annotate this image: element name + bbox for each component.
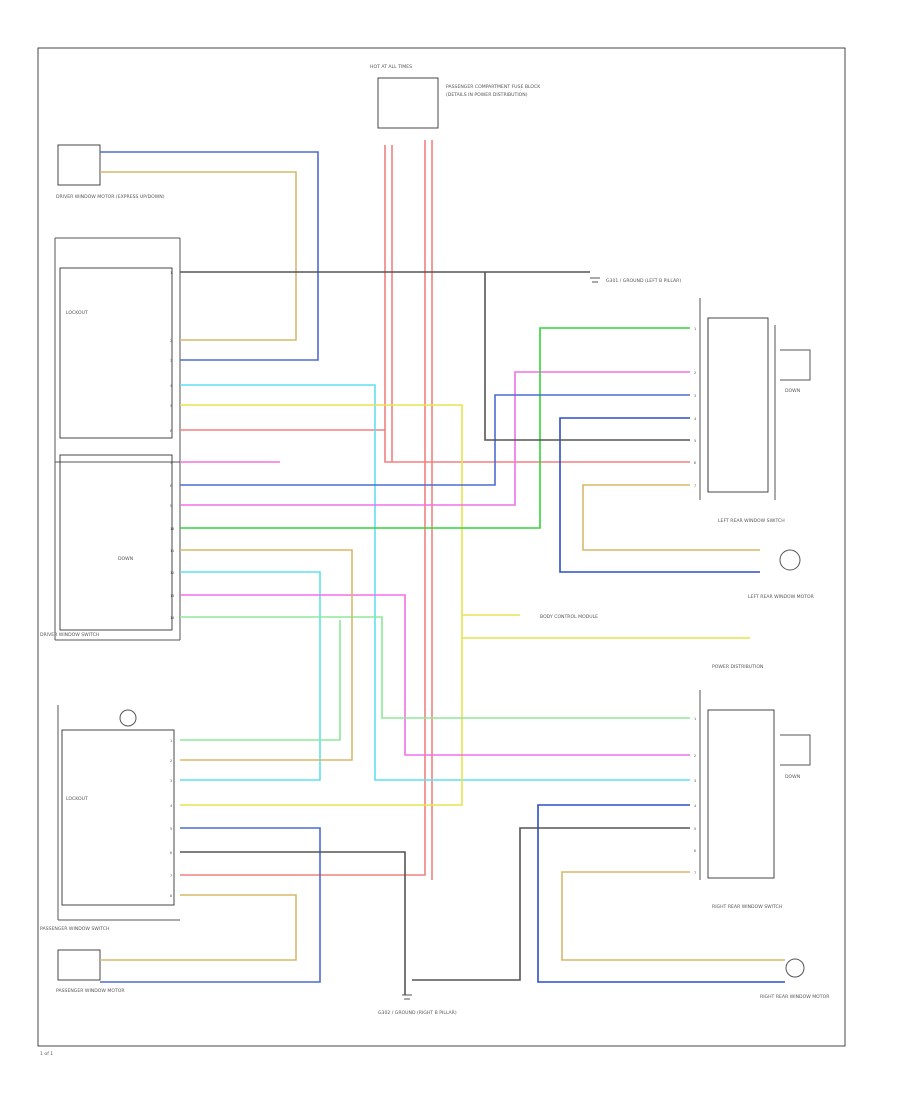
svg-text:2: 2 (170, 339, 172, 343)
lr-motor-label: LEFT REAR WINDOW MOTOR (748, 594, 815, 600)
pink-wire-1 (180, 371, 690, 506)
red-wire-main (384, 145, 690, 463)
cyan-wire-2 (180, 571, 321, 781)
svg-text:8: 8 (170, 894, 172, 898)
fuse-block-label: PASSENGER COMPARTMENT FUSE BLOCK (446, 84, 541, 90)
svg-text:7: 7 (170, 874, 172, 878)
left-rear-motor: LEFT REAR WINDOW MOTOR (748, 549, 815, 600)
left-rear-window-switch: DOWN LEFT REAR WINDOW SWITCH (699, 298, 811, 524)
right-rear-motor: RIGHT REAR WINDOW MOTOR (760, 958, 830, 1000)
lt-green-wire-2 (180, 620, 341, 741)
power-dist-label: POWER DISTRIBUTION (712, 664, 763, 670)
svg-text:7: 7 (170, 461, 172, 465)
pink-wire-2 (180, 594, 690, 756)
svg-text:13: 13 (170, 594, 174, 598)
svg-text:6: 6 (694, 849, 696, 853)
red-wire-3 (180, 140, 426, 876)
right-rear-window-switch: DOWN RIGHT REAR WINDOW SWITCH (699, 690, 811, 910)
ground-left-label: G301 / GROUND (LEFT B PILLAR) (606, 278, 681, 284)
ground-left: G301 / GROUND (LEFT B PILLAR) (590, 277, 681, 284)
dk-blue-wire-lr (559, 417, 760, 573)
rr-down-label: DOWN (785, 774, 800, 780)
svg-text:14: 14 (170, 616, 174, 620)
passenger-motor: PASSENGER WINDOW MOTOR (56, 949, 125, 994)
rr-switch-title: RIGHT REAR WINDOW SWITCH (712, 904, 782, 910)
gray-wire-rr-ground (412, 827, 690, 981)
svg-text:6: 6 (170, 851, 172, 855)
tan-wire-pass (100, 894, 297, 961)
gray-wire-pass-ground (180, 851, 406, 995)
svg-text:8: 8 (170, 484, 172, 488)
diagram-frame (37, 47, 846, 1047)
passenger-window-switch: LOCKOUT PASSENGER WINDOW SWITCH (40, 705, 180, 932)
svg-text:11: 11 (170, 549, 174, 553)
driver-down-label: DOWN (118, 556, 133, 562)
ground-right: G302 / GROUND (RIGHT B PILLAR) (378, 994, 457, 1016)
cyan-wire-1 (180, 384, 690, 781)
svg-text:4: 4 (694, 804, 696, 808)
fuse-block-detail: (DETAILS IN POWER DISTRIBUTION) (446, 92, 528, 98)
passenger-motor-label: PASSENGER WINDOW MOTOR (56, 988, 125, 994)
blue-wire-driver-motor (100, 151, 319, 361)
green-wire-1 (180, 327, 690, 529)
yellow-wire-bcm (462, 614, 750, 639)
blue-wire-pass (100, 827, 321, 983)
svg-text:3: 3 (170, 359, 172, 363)
tan-wire-1 (180, 549, 353, 761)
dk-blue-wire-rr (537, 804, 785, 983)
svg-text:5: 5 (694, 827, 696, 831)
passenger-switch-pins: 1 2 3 4 5 6 7 8 (170, 739, 172, 898)
svg-text:5: 5 (694, 439, 696, 443)
body-control-label: BODY CONTROL MODULE (540, 614, 598, 620)
svg-text:7: 7 (694, 871, 696, 875)
svg-text:9: 9 (170, 504, 172, 508)
svg-text:3: 3 (694, 394, 696, 398)
gray-wire-lr-ground (484, 272, 690, 441)
svg-text:2: 2 (694, 371, 696, 375)
svg-text:6: 6 (170, 429, 172, 433)
driver-lockout-label: LOCKOUT (66, 310, 88, 316)
lr-switch-title: LEFT REAR WINDOW SWITCH (718, 518, 785, 524)
svg-text:12: 12 (170, 571, 174, 575)
driver-switch-title: DRIVER WINDOW SWITCH (40, 632, 99, 638)
svg-text:1: 1 (170, 271, 172, 275)
svg-text:5: 5 (170, 404, 172, 408)
wires (100, 140, 785, 995)
svg-text:6: 6 (694, 461, 696, 465)
driver-motor-label: DRIVER WINDOW MOTOR (EXPRESS UP/DOWN) (56, 194, 165, 200)
svg-text:4: 4 (170, 804, 172, 808)
tan-wire-rr (561, 871, 785, 961)
svg-text:1: 1 (694, 327, 696, 331)
rr-motor-label: RIGHT REAR WINDOW MOTOR (760, 994, 830, 1000)
svg-text:7: 7 (694, 484, 696, 488)
tan-wire-lr (582, 484, 760, 551)
lr-switch-pins: 1 2 3 4 5 6 7 (694, 327, 696, 488)
svg-text:2: 2 (170, 759, 172, 763)
ground-right-label: G302 / GROUND (RIGHT B PILLAR) (378, 1010, 457, 1016)
lt-green-wire-1 (180, 616, 690, 719)
svg-text:4: 4 (694, 417, 696, 421)
rr-switch-pins: 1 2 3 4 5 6 7 (694, 717, 696, 875)
svg-text:5: 5 (170, 827, 172, 831)
passenger-switch-title: PASSENGER WINDOW SWITCH (40, 926, 109, 932)
hot-label: HOT AT ALL TIMES (370, 64, 412, 70)
fuse-block: HOT AT ALL TIMES PASSENGER COMPARTMENT F… (370, 64, 541, 129)
svg-text:1: 1 (170, 739, 172, 743)
driver-window-switch: LOCKOUT DOWN DRIVER WINDOW SWITCH (40, 237, 181, 641)
svg-text:3: 3 (694, 779, 696, 783)
svg-text:10: 10 (170, 527, 174, 531)
page-label: 1 of 1 (40, 1051, 53, 1057)
svg-text:1: 1 (694, 717, 696, 721)
svg-text:2: 2 (694, 754, 696, 758)
svg-text:3: 3 (170, 779, 172, 783)
driver-motor: DRIVER WINDOW MOTOR (EXPRESS UP/DOWN) (56, 144, 165, 200)
passenger-lockout-label: LOCKOUT (66, 796, 88, 802)
svg-text:4: 4 (170, 384, 172, 388)
driver-switch-pins: 1 2 3 4 5 6 7 8 9 10 11 12 13 14 (170, 271, 174, 620)
yellow-wire-1 (180, 404, 463, 806)
lr-down-label: DOWN (785, 388, 800, 394)
tan-wire-driver-motor (100, 171, 297, 341)
